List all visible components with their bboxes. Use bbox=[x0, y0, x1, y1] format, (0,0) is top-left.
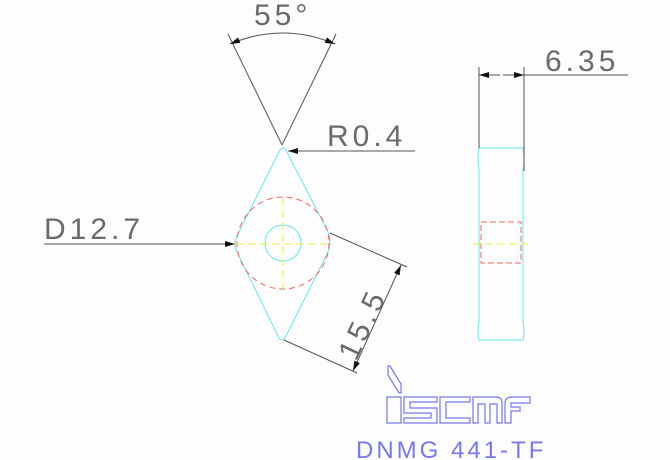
hole-circle bbox=[264, 224, 302, 262]
angle-dimension bbox=[227, 32, 337, 146]
edge-length-dimension bbox=[283, 232, 408, 374]
center-lines bbox=[236, 198, 330, 290]
insert-outline bbox=[234, 147, 331, 341]
angle-label: 55° bbox=[254, 0, 311, 32]
thickness-label: 6.35 bbox=[545, 45, 619, 78]
part-number: DNMG 441-TF bbox=[356, 437, 546, 460]
diameter-label: D12.7 bbox=[44, 213, 144, 246]
thickness-dimension bbox=[478, 67, 628, 171]
radius-label: R0.4 bbox=[327, 120, 406, 153]
side-view bbox=[473, 147, 528, 341]
edge-length-label: 15.5 bbox=[332, 284, 393, 365]
brand-logo bbox=[386, 365, 531, 424]
